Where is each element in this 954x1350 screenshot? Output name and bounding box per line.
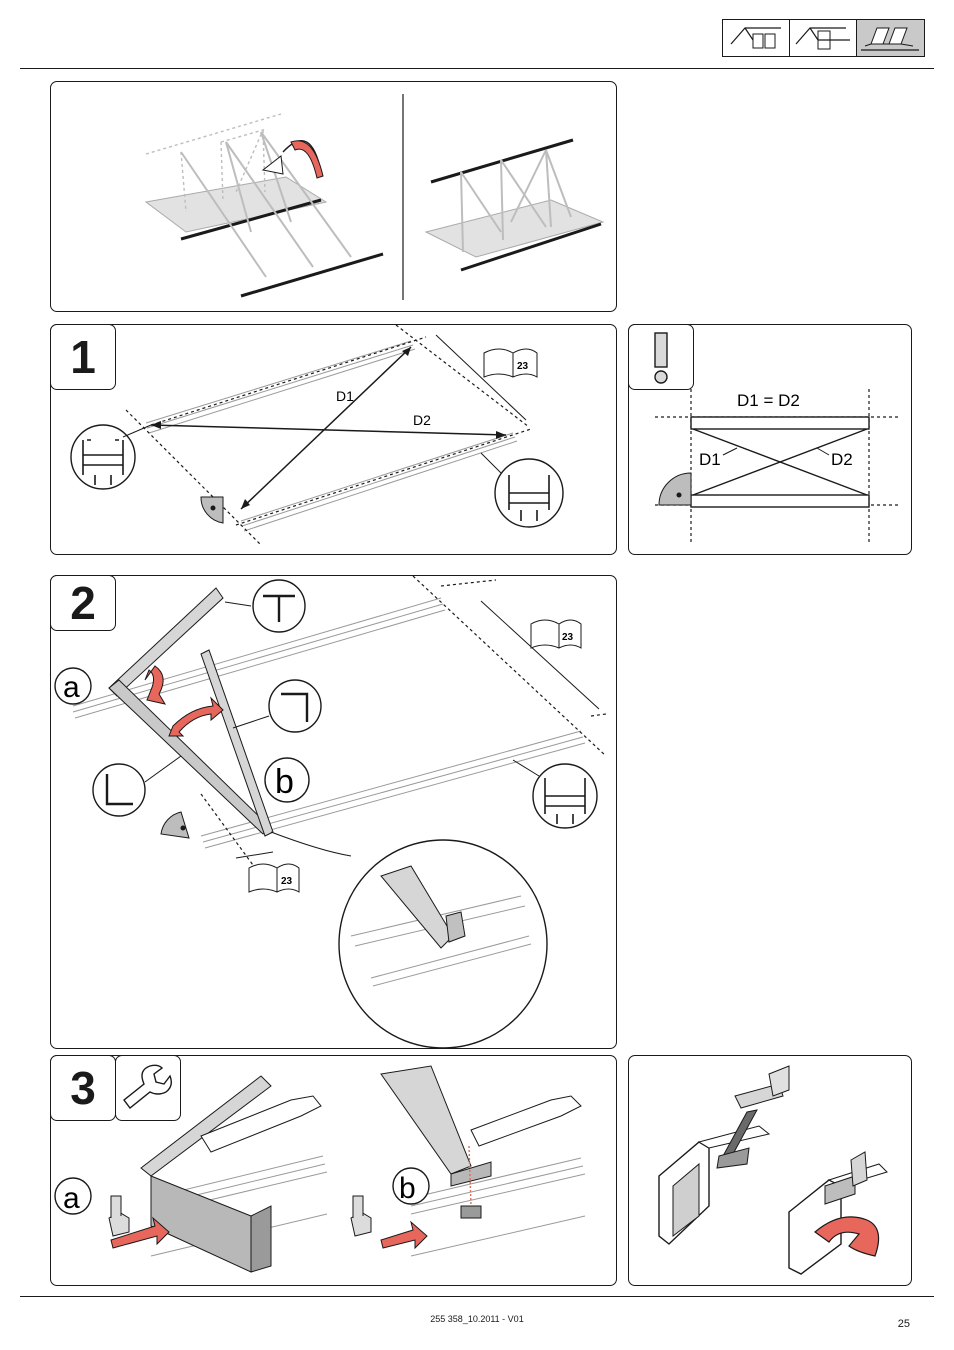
warning-panel: D1 = D2 D1 D2 <box>628 324 912 555</box>
manual-book-icon: 23 <box>530 619 582 649</box>
pitched-roof-inset-icon <box>790 20 857 56</box>
step-2-panel: 2 a b <box>50 575 617 1049</box>
overview-panel <box>50 81 617 312</box>
label-a: a <box>63 671 80 704</box>
page-number: 25 <box>897 1318 910 1330</box>
label-a: a <box>63 1182 80 1215</box>
header-rule <box>20 68 934 69</box>
equation-label: D1 = D2 <box>737 391 800 410</box>
slot-nut-detail-panel <box>628 1055 912 1286</box>
manual-page-ref: 23 <box>281 876 293 887</box>
d2-label: D2 <box>413 412 431 428</box>
step-1-panel: 1 D1 D2 <box>50 324 617 555</box>
manual-book-icon: 23 <box>483 348 538 378</box>
manual-page-ref: 23 <box>562 632 574 643</box>
flat-roof-icon <box>857 20 924 56</box>
document-code: 255 358_10.2011 - V01 <box>430 1314 524 1324</box>
d1-label: D1 <box>699 450 721 469</box>
step-3-panel: 3 a b <box>50 1055 617 1286</box>
step-number: 2 <box>50 575 116 631</box>
d2-label: D2 <box>831 450 853 469</box>
wrench-icon <box>115 1055 181 1121</box>
manual-page-ref: 23 <box>517 361 529 372</box>
step-number: 1 <box>50 324 116 390</box>
d1-label: D1 <box>336 388 354 404</box>
exclamation-icon <box>628 324 694 390</box>
pitched-roof-icon <box>723 20 790 56</box>
step-number: 3 <box>50 1055 116 1121</box>
label-b: b <box>399 1172 416 1205</box>
label-b: b <box>275 763 294 801</box>
roof-type-selector <box>722 19 925 57</box>
footer-rule <box>20 1296 934 1297</box>
manual-book-icon: 23 <box>248 863 300 893</box>
